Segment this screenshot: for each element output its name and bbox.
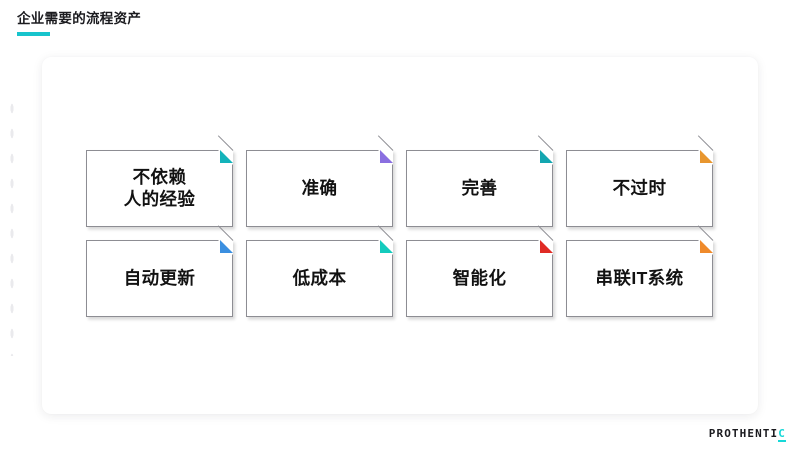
left-dot-decoration	[8, 96, 16, 356]
asset-card[interactable]: 准确	[246, 135, 394, 227]
slide-header: 企业需要的流程资产	[17, 11, 142, 37]
asset-card-label: 低成本	[292, 267, 347, 288]
folded-corner-edge	[217, 225, 234, 242]
asset-card-label: 不依赖 人的经验	[123, 166, 196, 209]
folded-corner-edge	[537, 225, 554, 242]
folded-corner-edge	[697, 225, 714, 242]
title-underline-accent	[17, 32, 50, 37]
asset-card[interactable]: 自动更新	[86, 225, 234, 317]
asset-card-label: 完善	[461, 177, 498, 198]
folded-corner-icon	[218, 239, 234, 255]
content-panel	[42, 57, 758, 414]
asset-card[interactable]: 不过时	[566, 135, 714, 227]
brand-name: PROTHENTI	[708, 427, 779, 440]
asset-card[interactable]: 不依赖 人的经验	[86, 135, 234, 227]
folded-corner-icon	[698, 239, 714, 255]
asset-card-label: 准确	[301, 177, 338, 198]
asset-card[interactable]: 智能化	[406, 225, 554, 317]
asset-card-label: 自动更新	[123, 267, 196, 288]
asset-card[interactable]: 完善	[406, 135, 554, 227]
folded-corner-icon	[218, 149, 234, 165]
page-title: 企业需要的流程资产	[17, 11, 142, 26]
asset-card[interactable]: 低成本	[246, 225, 394, 317]
folded-corner-icon	[378, 149, 394, 165]
asset-card-label: 智能化	[452, 267, 507, 288]
brand-accent-letter: C	[778, 427, 786, 442]
folded-corner-icon	[698, 149, 714, 165]
folded-corner-edge	[377, 225, 394, 242]
folded-corner-icon	[378, 239, 394, 255]
asset-card[interactable]: 串联IT系统	[566, 225, 714, 317]
folded-corner-icon	[538, 239, 554, 255]
folded-corner-icon	[538, 149, 554, 165]
asset-card-grid: 不依赖 人的经验 准确 完善 不过时自动更新 低成本 智能化 串联IT系统	[86, 135, 714, 317]
asset-card-label: 不过时	[612, 177, 667, 198]
asset-card-label: 串联IT系统	[595, 267, 684, 288]
